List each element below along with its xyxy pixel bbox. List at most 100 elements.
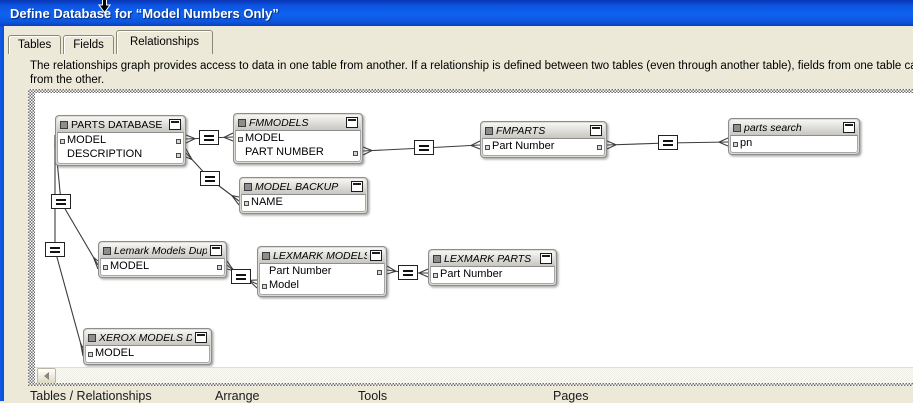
table-header[interactable]: Lemark Models Dup... [100, 243, 225, 258]
relationship-operator-box[interactable] [51, 194, 71, 209]
table-icon [103, 247, 111, 255]
key-field-icon [733, 142, 738, 147]
field-name: MODEL [110, 260, 149, 272]
key-field-icon [433, 273, 438, 278]
window-title: Define Database for “Model Numbers Only” [0, 6, 279, 21]
tab-tables[interactable]: Tables [8, 35, 61, 54]
table-name: parts search [744, 122, 840, 134]
table-occurrence-lexmark-parts[interactable]: LEXMARK PARTS Part Number [428, 249, 557, 286]
field-name: Part Number [492, 140, 554, 152]
field-list: Part Number [482, 138, 605, 156]
key-field-icon [103, 265, 108, 270]
collapse-button[interactable] [540, 253, 552, 264]
table-header[interactable]: MODEL BACKUP [241, 179, 366, 194]
table-name: PARTS DATABASE [71, 119, 166, 131]
key-field-icon [88, 352, 93, 357]
table-icon [262, 252, 270, 260]
field-row[interactable]: MODEL [58, 134, 183, 148]
table-header[interactable]: FMMODELS [235, 115, 361, 130]
connection-point-icon [353, 151, 358, 156]
table-header[interactable]: FMPARTS [482, 123, 605, 138]
table-header[interactable]: XEROX MODELS DU... [85, 330, 210, 345]
key-field-icon [60, 139, 65, 144]
field-name: pn [740, 137, 752, 149]
relationship-operator-box[interactable] [231, 269, 251, 284]
field-list: NAME [241, 194, 366, 212]
collapse-button[interactable] [210, 245, 222, 256]
table-icon [433, 255, 441, 263]
table-occurrence-xerox-models-du[interactable]: XEROX MODELS DU... MODEL [83, 328, 212, 365]
scroll-left-button[interactable] [37, 368, 56, 383]
field-row[interactable]: MODEL [101, 260, 224, 274]
field-row[interactable]: pn [731, 137, 857, 151]
connection-point-icon [176, 153, 181, 158]
table-icon [88, 334, 96, 342]
field-name: PART NUMBER [245, 146, 324, 158]
table-header[interactable]: parts search [730, 120, 858, 135]
table-icon [238, 119, 246, 127]
table-header[interactable]: LEXMARK PARTS [430, 251, 555, 266]
collapse-button[interactable] [370, 250, 382, 261]
connection-point-icon [377, 270, 382, 275]
relationship-operator-box[interactable] [200, 171, 220, 186]
table-icon [244, 183, 252, 191]
table-occurrence-parts-search[interactable]: parts search pn [728, 118, 860, 155]
field-name: Part Number [440, 268, 502, 280]
table-icon [733, 124, 741, 132]
table-occurrence-fmparts[interactable]: FMPARTS Part Number [480, 121, 607, 158]
field-row[interactable]: Model [260, 279, 384, 293]
table-name: Lemark Models Dup... [114, 245, 207, 257]
left-triangle-icon [44, 372, 49, 380]
relationships-description: The relationships graph provides access … [30, 59, 913, 87]
connection-point-icon [597, 145, 602, 150]
table-occurrence-model-backup[interactable]: MODEL BACKUP NAME [239, 177, 368, 214]
title-bar[interactable]: Define Database for “Model Numbers Only” [0, 0, 913, 26]
table-name: LEXMARK MODELS ... [273, 250, 367, 262]
table-occurrence-lemark-models-dup[interactable]: Lemark Models Dup... MODEL [98, 241, 227, 278]
collapse-button[interactable] [351, 181, 363, 192]
connection-point-icon [176, 139, 181, 144]
field-list: pn [730, 135, 858, 153]
description-line-1: The relationships graph provides access … [30, 59, 913, 73]
field-row[interactable]: MODEL [236, 132, 360, 146]
relationship-operator-box[interactable] [658, 135, 678, 150]
relationship-operator-box[interactable] [398, 265, 418, 280]
field-row[interactable]: Part Number [260, 265, 384, 279]
field-row[interactable]: MODEL [86, 347, 209, 361]
key-field-icon [485, 145, 490, 150]
field-row[interactable]: NAME [242, 196, 365, 210]
field-row[interactable]: Part Number [483, 140, 604, 154]
table-header[interactable]: PARTS DATABASE [57, 117, 184, 132]
key-field-icon [238, 137, 243, 142]
collapse-button[interactable] [590, 125, 602, 136]
collapse-button[interactable] [346, 117, 358, 128]
tab-fields[interactable]: Fields [63, 35, 114, 54]
relationship-operator-box[interactable] [199, 130, 219, 145]
field-row[interactable]: PART NUMBER [236, 146, 360, 160]
horizontal-scrollbar[interactable] [35, 367, 913, 383]
relationship-operator-box[interactable] [45, 242, 65, 257]
field-row[interactable]: DESCRIPTION [58, 148, 183, 162]
relationship-operator-box[interactable] [414, 140, 434, 155]
collapse-button[interactable] [169, 119, 181, 130]
field-name: MODEL [95, 347, 134, 359]
tab-relationships[interactable]: Relationships [116, 30, 213, 54]
collapse-button[interactable] [195, 332, 207, 343]
table-icon [485, 127, 493, 135]
field-list: MODEL [100, 258, 225, 276]
description-line-2: from the other. [30, 73, 913, 87]
field-list: Part Number [430, 266, 555, 284]
collapse-button[interactable] [843, 122, 855, 133]
table-name: FMMODELS [249, 117, 343, 129]
field-row[interactable]: Part Number [431, 268, 554, 282]
field-name: NAME [251, 196, 283, 208]
table-header[interactable]: LEXMARK MODELS ... [259, 248, 385, 263]
